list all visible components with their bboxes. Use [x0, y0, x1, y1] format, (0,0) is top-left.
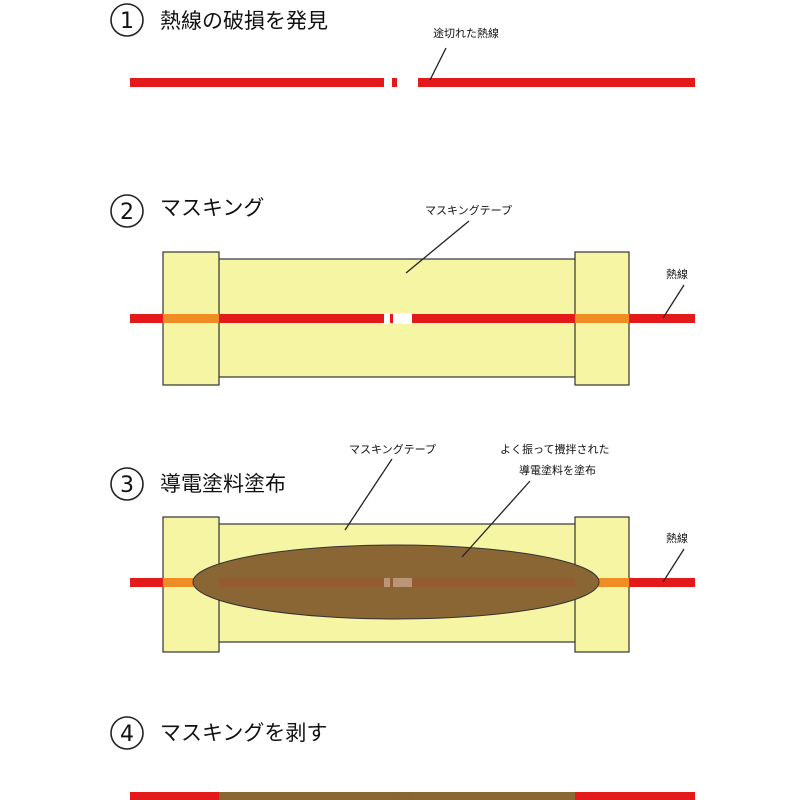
step-4-title: マスキングを剥す — [160, 721, 327, 745]
step-3-wire-break — [393, 578, 412, 587]
step-2-wire-under-right-tape — [575, 314, 629, 323]
step-2-wire-break — [393, 313, 412, 324]
step-4-number: 4 — [120, 722, 134, 747]
step-3-wire-under-right-tape — [575, 578, 629, 587]
step-1-wire-break — [397, 76, 418, 89]
step-3-title: 導電塗料塗布 — [160, 472, 286, 496]
step-3-wire-break-small — [384, 578, 390, 587]
step-2-wire — [130, 314, 695, 323]
step-3-number-circle — [110, 467, 144, 501]
step-2-wire-label: 熱線 — [666, 267, 688, 281]
step-3-number: 3 — [120, 473, 134, 498]
step-4-number-circle — [110, 716, 144, 750]
step-1-number-circle — [110, 3, 144, 37]
step-1-title: 熱線の破損を発見 — [160, 9, 328, 33]
step-1-wire-break-small — [384, 76, 392, 89]
step-3-paint-label-line2: 導電塗料を塗布 — [519, 463, 596, 477]
step-4-repaired-break — [393, 792, 412, 800]
step-3: 3 導電塗料塗布 マスキングテープ よく振って攪拌された 導電塗料を塗布 熱線 — [110, 442, 695, 653]
step-2: 2 マスキング マスキングテープ 熱線 — [110, 194, 695, 386]
step-1-number: 1 — [120, 9, 134, 34]
step-2-wire-leader — [662, 284, 685, 319]
step-4: 4 マスキングを剥す — [110, 716, 695, 800]
step-2-number-circle — [110, 194, 144, 228]
step-1-break-label: 途切れた熱線 — [433, 26, 499, 40]
step-3-tape-leader — [344, 458, 393, 531]
step-3-wire-label: 熱線 — [666, 531, 688, 545]
step-2-title: マスキング — [160, 196, 264, 220]
step-1: 1 熱線の破損を発見 途切れた熱線 — [110, 3, 695, 89]
step-2-wire-break-small — [384, 313, 390, 324]
step-1-break-leader — [429, 47, 447, 81]
step-3-wire-leader — [662, 548, 685, 583]
step-3-tape-label: マスキングテープ — [349, 442, 436, 456]
step-2-tape-label: マスキングテープ — [425, 203, 512, 217]
step-3-paint-label-line1: よく振って攪拌された — [500, 442, 609, 456]
step-3-paint-leader — [461, 480, 531, 558]
step-3-conductive-paint — [192, 544, 600, 620]
step-2-tape-leader — [405, 220, 470, 274]
step-3-wire-under-paint — [219, 578, 575, 587]
step-3-wire-under-left-tape — [163, 578, 219, 587]
step-2-number: 2 — [120, 200, 134, 225]
step-2-wire-under-left-tape — [163, 314, 219, 323]
